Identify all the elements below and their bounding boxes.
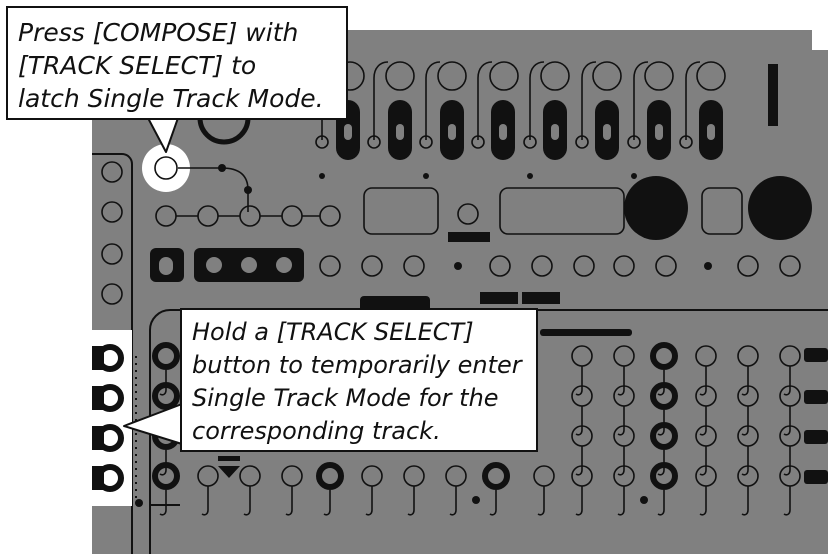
row-dots [454, 262, 712, 270]
corner-dot [135, 499, 143, 507]
round-button-row [319, 255, 801, 277]
compose-button-inner [154, 156, 178, 180]
left-frame-line [92, 153, 133, 554]
right-edge-blocks [804, 348, 828, 484]
display-outlines [363, 187, 743, 235]
left-column-buttons [101, 161, 123, 305]
page-marker [218, 466, 240, 478]
compose-connector-dot [218, 164, 226, 172]
callout-hold: Hold a [TRACK SELECT] button to temporar… [180, 308, 538, 452]
callout-hold-line-4: corresponding track. [192, 417, 441, 445]
vertical-indicator [768, 64, 778, 126]
callout-compose-line-3: latch Single Track Mode. [18, 84, 324, 113]
small-bar [448, 232, 490, 242]
large-encoder-right[interactable] [748, 176, 812, 240]
mode-button-chain [155, 205, 341, 227]
step-grid-dots [472, 496, 648, 504]
callout-compose-line-2: [TRACK SELECT] to [18, 51, 257, 80]
large-encoder-left[interactable] [624, 176, 688, 240]
small-black-bars [360, 292, 632, 336]
top-button-row [335, 61, 726, 91]
callout-hold-line-1: Hold a [TRACK SELECT] [192, 318, 474, 346]
callout-compose: Press [COMPOSE] with [TRACK SELECT] to l… [6, 6, 348, 120]
lower-frame-line [149, 309, 828, 554]
track-select-buttons[interactable] [92, 344, 124, 492]
led-dots [319, 173, 637, 179]
partial-button-top-left [197, 117, 251, 145]
callout-hold-line-3: Single Track Mode for the [192, 384, 499, 412]
callout-hold-line-2: button to temporarily enter [192, 351, 522, 379]
function-buttons[interactable] [150, 248, 304, 282]
fader-side-buttons [315, 135, 693, 149]
page-marker-bar [218, 456, 240, 461]
callout-compose-line-1: Press [COMPOSE] with [18, 18, 299, 47]
compose-button[interactable] [142, 144, 190, 192]
compose-connector-dot-2 [244, 186, 252, 194]
panel-corner [812, 30, 828, 50]
